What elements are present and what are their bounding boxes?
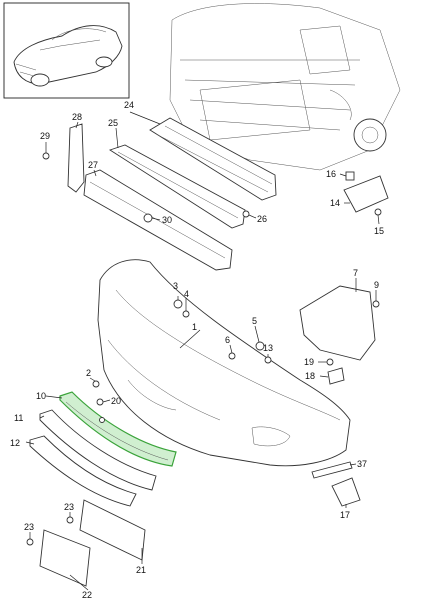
- license-plate: [39, 529, 91, 587]
- callout-29: 29: [40, 131, 50, 141]
- screw-15: [374, 208, 382, 216]
- callout-20: 20: [111, 396, 121, 406]
- highlighted-grille: [59, 391, 177, 467]
- nut-16: [345, 171, 355, 181]
- air-duct: [299, 285, 376, 361]
- screw-4: [182, 310, 190, 318]
- callout-25: 25: [108, 118, 118, 128]
- lower-grille: [39, 409, 157, 491]
- callout-23b: 23: [64, 502, 74, 512]
- screw-19: [326, 358, 334, 366]
- clip-30: [143, 213, 153, 223]
- impact-absorber: [83, 169, 233, 271]
- callout-1: 1: [192, 322, 197, 332]
- bumper-cover: [97, 259, 351, 467]
- clip-5: [255, 341, 265, 351]
- clip-20: [96, 398, 104, 406]
- callout-24: 24: [124, 100, 134, 110]
- mounting-bracket: [67, 123, 85, 193]
- screw-23a: [26, 538, 34, 546]
- callout-6: 6: [225, 335, 230, 345]
- callout-9: 9: [374, 280, 379, 290]
- callout-13: 13: [263, 343, 273, 353]
- callout-16: 16: [326, 169, 336, 179]
- callout-23a: 23: [24, 522, 34, 532]
- screw-8: [99, 417, 105, 423]
- clip-3: [173, 299, 183, 309]
- callout-3: 3: [173, 281, 178, 291]
- side-bracket: [343, 175, 389, 213]
- callout-14: 14: [330, 198, 340, 208]
- clip-6: [228, 352, 236, 360]
- callout-26: 26: [257, 214, 267, 224]
- callout-19: 19: [304, 357, 314, 367]
- callout-2: 2: [86, 368, 91, 378]
- leader-lines: [25, 111, 380, 591]
- callout-11: 11: [14, 413, 23, 423]
- screw-23b: [66, 516, 74, 524]
- screw-26: [242, 210, 250, 218]
- callout-5: 5: [252, 316, 257, 326]
- screw-29: [42, 152, 50, 160]
- clip-2: [92, 380, 100, 388]
- bumper-carrier: [108, 117, 277, 229]
- callout-30: 30: [162, 215, 172, 225]
- callout-10: 10: [36, 391, 46, 401]
- engine-bay-sketch: [169, 3, 401, 171]
- callout-28: 28: [72, 112, 82, 122]
- callout-17: 17: [340, 510, 350, 520]
- flap-37: [311, 461, 353, 479]
- callout-37: 37: [357, 459, 367, 469]
- callout-7: 7: [353, 268, 358, 278]
- bracket-17: [331, 477, 361, 507]
- screw-9: [372, 300, 380, 308]
- callout-22: 22: [82, 590, 92, 600]
- callout-12: 12: [10, 438, 20, 448]
- callout-15: 15: [374, 226, 384, 236]
- callout-4: 4: [184, 289, 189, 299]
- grille-frame: [29, 435, 137, 507]
- callout-21: 21: [136, 565, 146, 575]
- screw-13: [264, 356, 272, 364]
- callout-27: 27: [88, 160, 98, 170]
- callout-18: 18: [305, 371, 315, 381]
- car-thumbnail: [3, 2, 130, 99]
- cap-18: [327, 367, 345, 385]
